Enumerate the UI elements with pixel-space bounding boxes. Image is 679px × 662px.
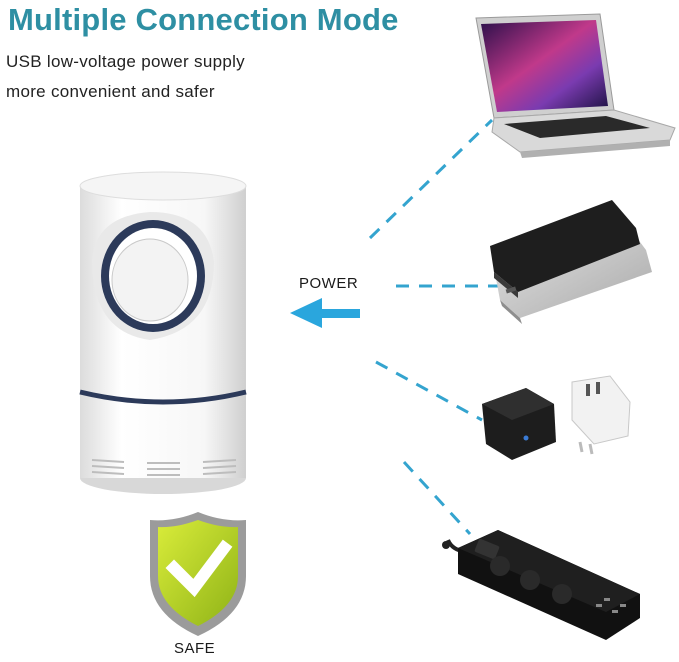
shield-check-icon xyxy=(150,512,246,636)
page-title: Multiple Connection Mode xyxy=(8,2,399,37)
power-strip-icon xyxy=(442,530,640,640)
connector-lines xyxy=(368,118,506,536)
lamp-device xyxy=(79,171,247,494)
subtitle-line-2: more convenient and safer xyxy=(6,82,215,101)
power-bank-icon xyxy=(490,200,652,324)
wall-adapter-icon xyxy=(482,375,631,460)
arrow-left-icon xyxy=(290,298,360,328)
power-label: POWER xyxy=(299,275,359,292)
laptop-icon xyxy=(475,13,676,158)
safe-label: SAFE xyxy=(174,640,216,657)
subtitle-line-1: USB low-voltage power supply xyxy=(6,52,245,71)
